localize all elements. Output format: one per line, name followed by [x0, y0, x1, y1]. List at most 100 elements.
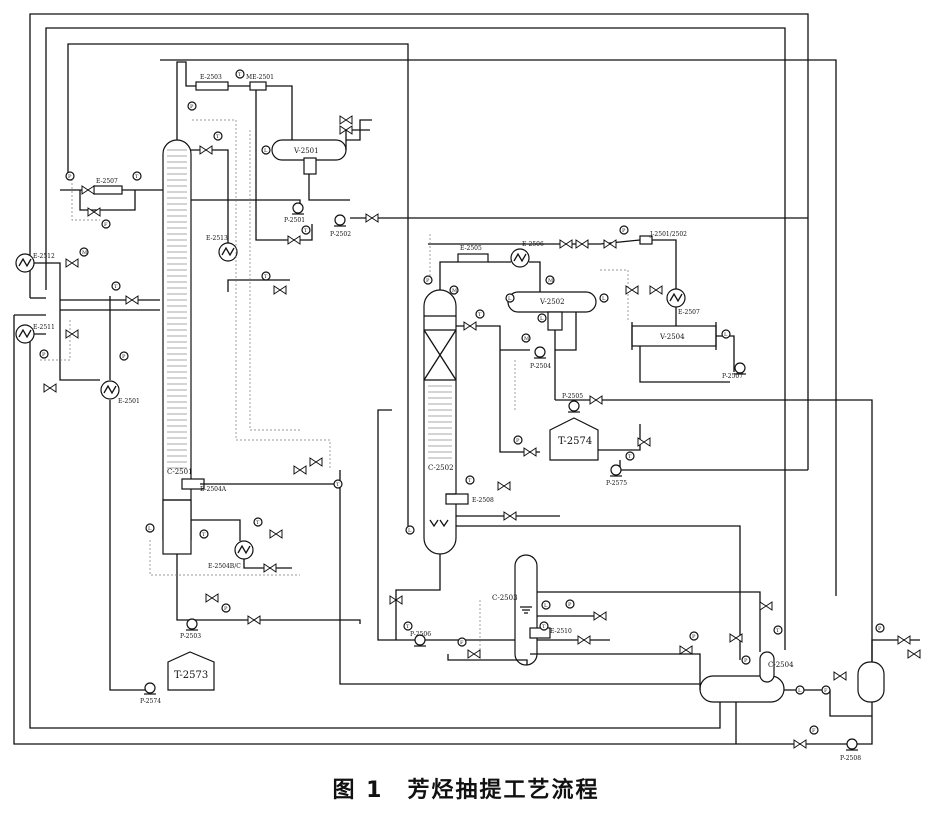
svg-text:P: P	[224, 606, 228, 612]
e2508-label: E-2508	[472, 497, 494, 504]
svg-text:T: T	[202, 532, 206, 538]
instrument-bubble-l: L	[537, 313, 547, 323]
svg-text:P: P	[878, 626, 882, 632]
p2505-label: P-2505	[562, 393, 583, 400]
svg-text:T: T	[256, 520, 260, 526]
instrument-bubble-t: T	[301, 225, 311, 235]
instrument-bubble-l: L	[505, 293, 515, 303]
e2507b-label: E-2507	[678, 309, 700, 316]
drum-v2502: V-2502	[507, 291, 597, 331]
e2505-label: E-2505	[460, 245, 482, 252]
process-flow-diagram: C-2501 C-2502 C-2503 C-2504 V-2501 V-250	[13, 13, 921, 762]
instrument-bubble-t: T	[625, 451, 635, 461]
column-c2502: C-2502	[423, 289, 457, 555]
c2502-label: C-2502	[428, 464, 454, 472]
svg-text:T: T	[776, 628, 780, 634]
instrument-bubble-p: P	[513, 435, 523, 445]
instrument-bubble-m: M	[521, 333, 531, 343]
instrument-bubble-t: T	[261, 271, 271, 281]
instrument-bubble-t: T	[111, 281, 121, 291]
t2574-label: T-2574	[558, 436, 592, 447]
e2512-label: E-2512	[33, 253, 55, 260]
instrument-bubble-l: L	[145, 523, 155, 533]
svg-text:L: L	[264, 148, 268, 154]
instrument-bubble-p: P	[221, 603, 231, 613]
instrument-bubble-t: T	[475, 309, 485, 319]
svg-text:T: T	[478, 312, 482, 318]
instrument-bubble-m: M	[449, 285, 459, 295]
instrument-bubble-l: L	[405, 525, 415, 535]
svg-text:T: T	[114, 284, 118, 290]
svg-text:T: T	[264, 274, 268, 280]
tank-t2574: T-2574	[549, 417, 599, 461]
svg-text:P: P	[122, 354, 126, 360]
p2501-label: P-2501	[284, 217, 305, 224]
svg-text:T: T	[336, 482, 340, 488]
exchanger-e2512: E-2512	[15, 253, 55, 273]
reboiler-e2510: E-2510	[529, 627, 572, 639]
svg-text:M: M	[82, 250, 87, 256]
reboiler-e2508: E-2508	[445, 493, 494, 505]
control-lines	[40, 119, 629, 650]
instrument-bubble-l: L	[795, 685, 805, 695]
instrument-bubble-l: L	[261, 145, 271, 155]
c2504-label: C-2504	[768, 661, 794, 669]
svg-text:L: L	[148, 526, 152, 532]
instrument-bubble-m: M	[79, 247, 89, 257]
instrument-bubble-f: F	[809, 725, 819, 735]
pumps: P-2501 P-2502 P-2503 P-2504 P-2505 P-250…	[140, 202, 861, 762]
e2501-label: E-2501	[118, 398, 140, 405]
svg-text:P: P	[744, 658, 748, 664]
e2513-label: E-2513	[206, 235, 228, 242]
p2502-label: P-2502	[330, 231, 351, 238]
svg-text:T: T	[238, 72, 242, 78]
instrument-tags: T P T L P T F M T P P T T P M L M L L P …	[39, 69, 885, 735]
svg-text:T: T	[542, 624, 546, 630]
instrument-bubble-p: P	[119, 351, 129, 361]
exchanger-e2506: E-2506	[510, 241, 544, 268]
exchanger-e2501: E-2501	[100, 380, 140, 405]
svg-text:P: P	[622, 228, 626, 234]
svg-text:T: T	[135, 174, 139, 180]
svg-text:L: L	[540, 316, 544, 322]
exchanger-e2503: E-2503	[195, 74, 229, 91]
instrument-bubble-t: T	[199, 529, 209, 539]
vessel-c2504: C-2504	[699, 651, 794, 703]
svg-text:T: T	[628, 454, 632, 460]
svg-text:T: T	[406, 624, 410, 630]
p2507-label: P-2507	[722, 373, 743, 380]
instrument-bubble-l: L	[599, 293, 609, 303]
instrument-bubble-p: P	[565, 599, 575, 609]
svg-text:P: P	[568, 602, 572, 608]
instrument-bubble-p: P	[187, 101, 197, 111]
exchanger-e2504bc: E-2504B/C	[208, 540, 254, 570]
svg-text:M: M	[452, 288, 457, 294]
svg-text:T: T	[468, 478, 472, 484]
column-c2501: C-2501	[162, 139, 193, 555]
instrument-bubble-m: M	[545, 275, 555, 285]
svg-text:F: F	[460, 640, 464, 646]
j2501-label: J-2501/2502	[649, 231, 687, 238]
p2504-label: P-2504	[530, 363, 551, 370]
e2510-label: E-2510	[550, 628, 572, 635]
instrument-bubble-t: T	[253, 517, 263, 527]
exchanger-e2507b: E-2507	[666, 288, 700, 316]
exchanger-e2505: E-2505	[457, 245, 489, 263]
instrument-bubble-t: T	[773, 625, 783, 635]
p2575-label: P-2575	[606, 480, 627, 487]
mixer-me2501: ME-2501	[246, 74, 274, 91]
svg-text:P: P	[426, 278, 430, 284]
c2503-label: C-2503	[492, 594, 518, 602]
v2504-label: V-2504	[659, 333, 685, 341]
outer-piping	[13, 13, 873, 745]
e2503-label: E-2503	[200, 74, 222, 81]
svg-text:T: T	[216, 134, 220, 140]
svg-text:T: T	[304, 228, 308, 234]
svg-text:L: L	[602, 296, 606, 302]
instrument-bubble-t: T	[539, 621, 549, 631]
t2573-label: T-2573	[174, 670, 208, 681]
svg-text:P: P	[42, 352, 46, 358]
ejector-j2501: J-2501/2502	[639, 231, 687, 245]
instrument-bubble-f: F	[101, 219, 111, 229]
instrument-bubble-t: T	[235, 69, 245, 79]
